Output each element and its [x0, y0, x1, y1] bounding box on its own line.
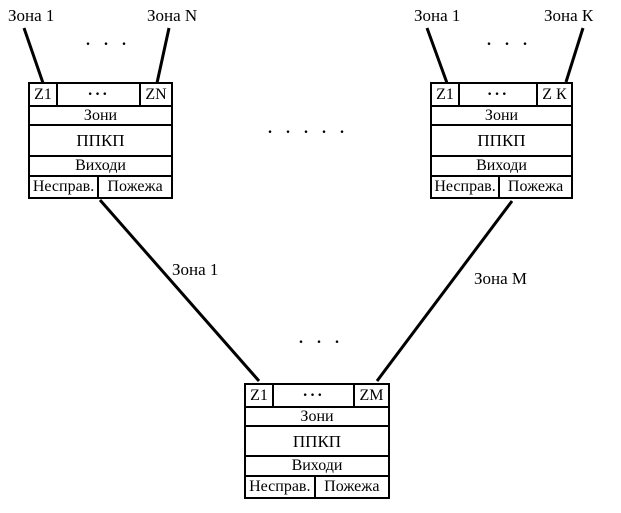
zone-cell-ellipsis: ···: [302, 386, 325, 404]
fault-cell: Несправ.: [30, 177, 100, 197]
fire-cell: Пожежа: [507, 178, 564, 195]
status-row: Несправ. Пожежа: [246, 475, 388, 497]
panel-title: ППКП: [246, 425, 388, 455]
zone-cells-row: Z1 ··· ZM: [246, 385, 388, 406]
zone-label-left-first: Зона 1: [8, 6, 55, 25]
zone-label-right-first: Зона 1: [414, 6, 461, 25]
status-row: Несправ. Пожежа: [30, 175, 171, 197]
zone-cell-first: Z1: [246, 385, 274, 406]
outputs-row: Виходи: [30, 155, 171, 175]
link-label-right: Зона М: [474, 269, 528, 288]
fault-cell: Несправ.: [246, 477, 316, 497]
zone-line-right-last: [564, 27, 585, 83]
ellipsis-between-panels: . . . . .: [268, 120, 349, 137]
ppkp-panel-top-right: Z1 ··· Z К Зони ППКП Виходи Несправ. Пож…: [430, 82, 573, 199]
outputs-row: Виходи: [246, 455, 388, 475]
zone-cell-last: ZM: [353, 385, 388, 406]
zone-line-left-last: [155, 27, 171, 84]
zone-label-right-last: Зона К: [544, 6, 594, 25]
ellipsis-above-bottom-panel: . . .: [299, 330, 344, 347]
link-label-left: Зона 1: [172, 260, 219, 279]
zone-cells-row: Z1 ··· ZN: [30, 84, 171, 105]
status-row: Несправ. Пожежа: [432, 175, 571, 197]
ellipsis-top-left: . . .: [86, 32, 131, 49]
zone-cell-first: Z1: [30, 84, 58, 105]
zone-cell-last: ZN: [139, 84, 171, 105]
zones-row: Зони: [30, 105, 171, 124]
panel-title: ППКП: [30, 124, 171, 155]
zones-row: Зони: [246, 406, 388, 425]
zone-label-left-last: Зона N: [147, 6, 198, 25]
zone-cell-last: Z К: [536, 84, 571, 105]
panel-title: ППКП: [432, 124, 571, 155]
zone-cell-first: Z1: [432, 84, 460, 105]
zone-line-right-first: [425, 27, 449, 84]
zone-cell-ellipsis: ···: [486, 85, 509, 103]
ellipsis-top-right: . . .: [487, 32, 532, 49]
zone-line-left-first: [22, 27, 45, 84]
link-line-right: [375, 200, 514, 382]
zone-cells-row: Z1 ··· Z К: [432, 84, 571, 105]
ppkp-panel-top-left: Z1 ··· ZN Зони ППКП Виходи Несправ. Поже…: [28, 82, 173, 199]
fire-cell: Пожежа: [324, 478, 380, 495]
link-line-left: [98, 199, 261, 382]
ppkp-panel-bottom: Z1 ··· ZM Зони ППКП Виходи Несправ. Поже…: [244, 383, 390, 499]
fault-cell: Несправ.: [432, 177, 501, 197]
fire-cell: Пожежа: [107, 178, 163, 195]
zone-cell-ellipsis: ···: [87, 85, 110, 103]
zones-row: Зони: [432, 105, 571, 124]
outputs-row: Виходи: [432, 155, 571, 175]
